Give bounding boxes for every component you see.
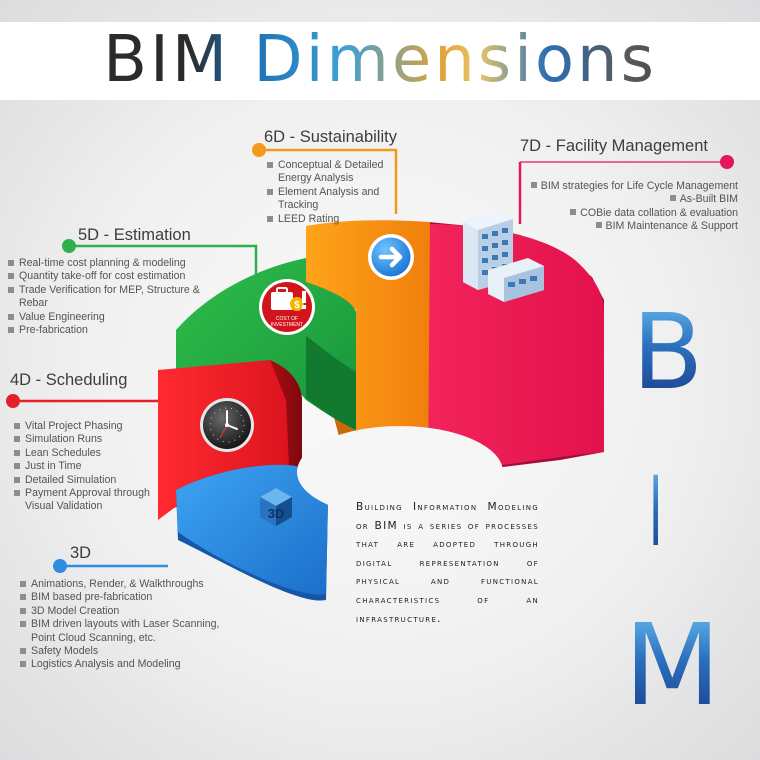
dot-4d — [6, 394, 20, 408]
list-item: LEED Rating — [267, 213, 392, 226]
cube-label: 3D — [268, 506, 285, 521]
bim-letter-m: M — [624, 601, 721, 731]
list-item: Trade Verification for MEP, Structure & … — [8, 284, 208, 311]
bim-letter-b: B — [632, 291, 704, 413]
arrow-right-icon — [368, 234, 414, 280]
heading-6d: 6D - Sustainability — [264, 128, 397, 146]
cost-label-line1: COST OF — [276, 316, 298, 322]
list-item: Detailed Simulation — [14, 474, 166, 487]
list-item: Animations, Render, & Walkthroughs — [20, 578, 230, 591]
segment-7d — [424, 222, 604, 476]
list-item: Conceptual & Detailed Energy Analysis — [267, 159, 392, 186]
list-item: COBie data collation & evaluation — [520, 207, 738, 220]
list-7d: BIM strategies for Life Cycle Management… — [520, 180, 738, 234]
list-item: Element Analysis and Tracking — [267, 186, 392, 213]
list-item: Safety Models — [20, 645, 230, 658]
dot-3d — [53, 559, 67, 573]
list-item: BIM based pre-fabrication — [20, 591, 230, 604]
list-3d: Animations, Render, & Walkthroughs BIM b… — [20, 578, 230, 672]
list-6d: Conceptual & Detailed Energy Analysis El… — [267, 159, 392, 226]
cost-of-investment-icon: $ COST OF INVESTMENT — [259, 279, 315, 335]
bim-description: Building Information Modeling or BIM is … — [356, 501, 539, 625]
cube-3d-icon: 3D — [260, 488, 292, 526]
connector-lines — [12, 148, 727, 568]
list-item: BIM driven layouts with Laser Scanning, … — [20, 618, 230, 645]
list-item: Logistics Analysis and Modeling — [20, 658, 230, 671]
title-banner — [0, 22, 760, 100]
list-item: BIM Maintenance & Support — [520, 220, 739, 233]
list-item: Simulation Runs — [14, 433, 166, 446]
list-item: Lean Schedules — [14, 447, 166, 460]
dot-5d — [62, 239, 76, 253]
cost-symbol: $ — [294, 300, 300, 311]
list-item: Real-time cost planning & modeling — [8, 257, 208, 270]
heading-4d: 4D - Scheduling — [10, 371, 128, 389]
heading-5d: 5D - Estimation — [78, 226, 191, 244]
building-icon — [463, 211, 544, 302]
list-item: As-Built BIM — [520, 193, 738, 206]
list-item: Quantity take-off for cost estimation — [8, 270, 208, 283]
bim-letter-i: I — [644, 456, 673, 568]
cost-label-line2: INVESTMENT — [271, 322, 303, 328]
list-item: Vital Project Phasing — [14, 420, 166, 433]
list-item: Value Engineering — [8, 311, 208, 324]
list-4d: Vital Project Phasing Simulation Runs Le… — [14, 420, 166, 514]
heading-3d: 3D — [70, 544, 92, 562]
list-item: 3D Model Creation — [20, 605, 230, 618]
list-5d: Real-time cost planning & modeling Quant… — [8, 257, 208, 337]
ring-center-hole — [297, 426, 503, 518]
clock-icon — [200, 398, 254, 452]
list-item: Just in Time — [14, 460, 166, 473]
list-item: BIM strategies for Life Cycle Management — [520, 180, 738, 193]
dot-7d — [720, 155, 734, 169]
page-title: BIM Dimensions — [0, 20, 760, 100]
dot-6d — [252, 143, 266, 157]
list-item: Pre-fabrication — [8, 324, 208, 337]
heading-7d: 7D - Facility Management — [520, 137, 708, 155]
list-item: Payment Approval through Visual Validati… — [14, 487, 166, 514]
